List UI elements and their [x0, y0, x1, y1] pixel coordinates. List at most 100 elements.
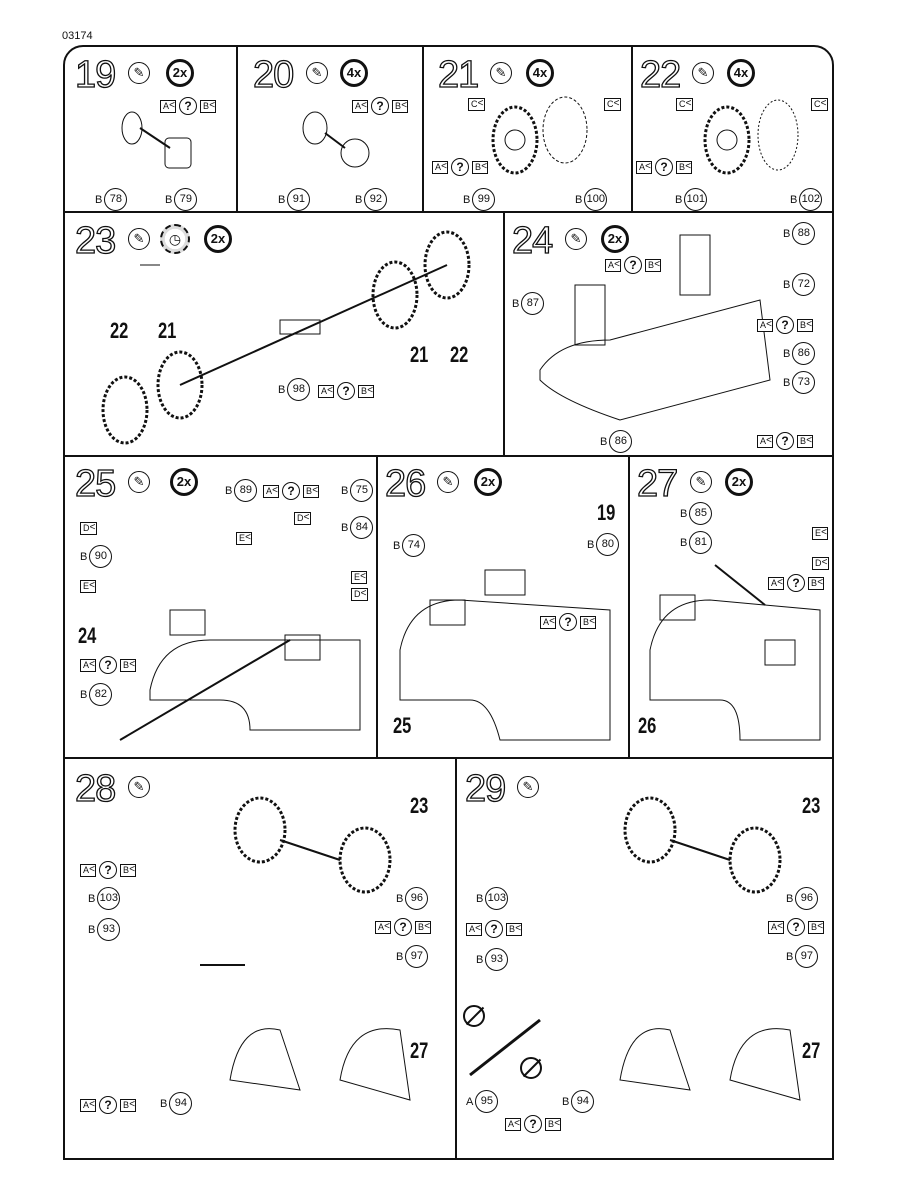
- step-reference: 22: [450, 342, 469, 367]
- color-callout: E: [812, 527, 829, 540]
- color-callout: A?B: [80, 1096, 137, 1114]
- color-callout: D: [80, 522, 97, 535]
- paint-brush-icon: ✎: [437, 471, 459, 493]
- step-reference: 21: [158, 318, 177, 343]
- paint-brush-icon: ✎: [128, 228, 150, 250]
- step-reference: 21: [410, 342, 429, 367]
- color-callout: A?B: [432, 158, 489, 176]
- step-number: 28: [74, 768, 117, 810]
- color-callout: C: [676, 98, 693, 111]
- quantity-badge: 4x: [727, 59, 755, 87]
- step-reference: 23: [802, 793, 821, 818]
- paint-brush-icon: ✎: [128, 776, 150, 798]
- divider: [236, 45, 238, 212]
- step-reference: 27: [802, 1038, 821, 1063]
- step-number: 25: [74, 463, 117, 505]
- page-code: 03174: [62, 30, 93, 42]
- color-callout: A?B: [505, 1115, 562, 1133]
- color-callout: D: [812, 557, 829, 570]
- step-number: 24: [511, 220, 554, 262]
- color-callout: A?B: [80, 861, 137, 879]
- step-number: 27: [636, 463, 679, 505]
- quantity-badge: 2x: [474, 468, 502, 496]
- step-reference: 27: [410, 1038, 429, 1063]
- divider: [63, 757, 834, 759]
- color-callout: A?B: [318, 382, 375, 400]
- color-callout: A?B: [263, 482, 320, 500]
- step-reference: 23: [410, 793, 429, 818]
- quantity-badge: 2x: [170, 468, 198, 496]
- divider: [422, 45, 424, 212]
- drying-time-clock-icon: ◷: [160, 224, 190, 254]
- step-number: 26: [384, 463, 427, 505]
- divider: [628, 455, 630, 757]
- color-callout: A?B: [768, 918, 825, 936]
- paint-brush-icon: ✎: [490, 62, 512, 84]
- color-callout: C: [468, 98, 485, 111]
- divider: [455, 757, 457, 1160]
- color-callout: A?B: [757, 316, 814, 334]
- step-reference: 24: [78, 623, 97, 648]
- quantity-badge: 2x: [725, 468, 753, 496]
- step-number: 20: [252, 54, 295, 96]
- step-reference: 19: [597, 500, 616, 525]
- paint-brush-icon: ✎: [128, 62, 150, 84]
- color-callout: E: [236, 532, 253, 545]
- paint-brush-icon: ✎: [565, 228, 587, 250]
- instruction-frame: [63, 45, 834, 1160]
- quantity-badge: 2x: [166, 59, 194, 87]
- step-number: 23: [74, 220, 117, 262]
- color-callout: C: [604, 98, 621, 111]
- divider: [503, 211, 505, 456]
- step-number: 19: [74, 54, 117, 96]
- quantity-badge: 4x: [526, 59, 554, 87]
- color-callout: A?B: [80, 656, 137, 674]
- color-callout: E: [80, 580, 97, 593]
- step-reference: 22: [110, 318, 129, 343]
- step-reference: 26: [638, 713, 657, 738]
- step-number: 21: [437, 54, 480, 96]
- color-callout: A?B: [160, 97, 217, 115]
- paint-brush-icon: ✎: [306, 62, 328, 84]
- color-callout: A?B: [352, 97, 409, 115]
- paint-brush-icon: ✎: [690, 471, 712, 493]
- color-callout: A?B: [375, 918, 432, 936]
- paint-brush-icon: ✎: [692, 62, 714, 84]
- color-callout: A?B: [636, 158, 693, 176]
- no-glue-icon: [463, 1005, 485, 1027]
- quantity-badge: 4x: [340, 59, 368, 87]
- divider: [631, 45, 633, 212]
- color-callout: D: [351, 588, 368, 601]
- divider: [63, 211, 834, 213]
- color-callout: A?B: [757, 432, 814, 450]
